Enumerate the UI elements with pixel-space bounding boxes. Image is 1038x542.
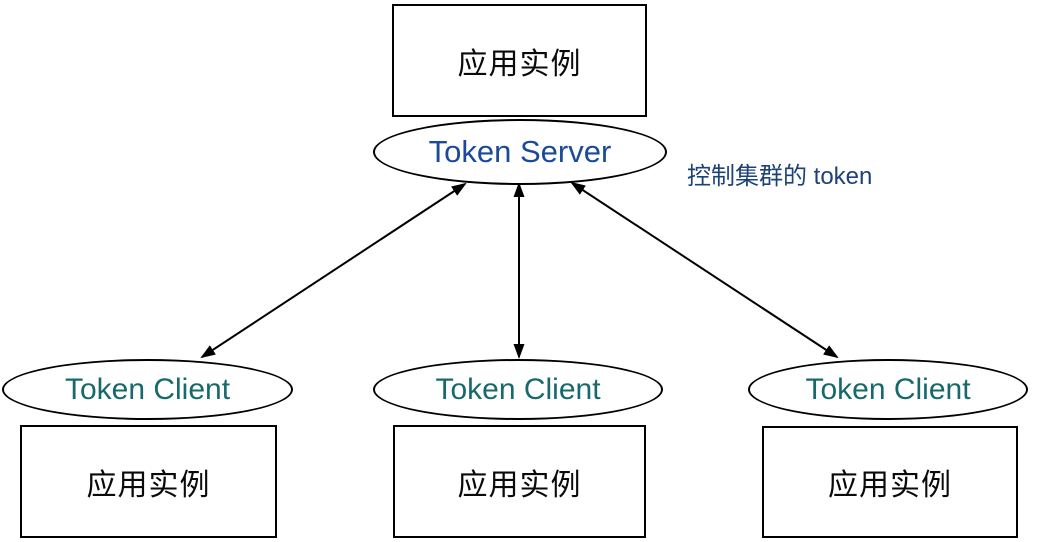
server-app-instance-label: 应用实例 [457,47,582,81]
token-client-node-left: Token Client [2,359,293,420]
client-app-instance-box-right: 应用实例 [762,426,1018,538]
token-client-label-right: Token Client [805,372,971,406]
bidirectional-arrow-server-right-client [570,181,839,359]
token-server-annotation: 控制集群的 token [687,163,873,190]
token-client-label-middle: Token Client [435,372,601,406]
token-server-label: Token Server [428,134,612,169]
client-app-instance-label-left: 应用实例 [86,468,211,502]
client-app-instance-label-middle: 应用实例 [457,468,582,502]
bidirectional-arrow-server-left-client [200,182,467,359]
token-client-node-right: Token Client [748,359,1028,420]
token-client-label-left: Token Client [64,372,231,406]
server-app-instance-box: 应用实例 [392,4,647,117]
client-app-instance-label-right: 应用实例 [828,469,952,502]
token-server-node: Token Server [373,119,667,185]
token-client-node-middle: Token Client [373,359,663,420]
client-app-instance-box-left: 应用实例 [20,425,277,538]
client-app-instance-box-middle: 应用实例 [393,425,646,538]
